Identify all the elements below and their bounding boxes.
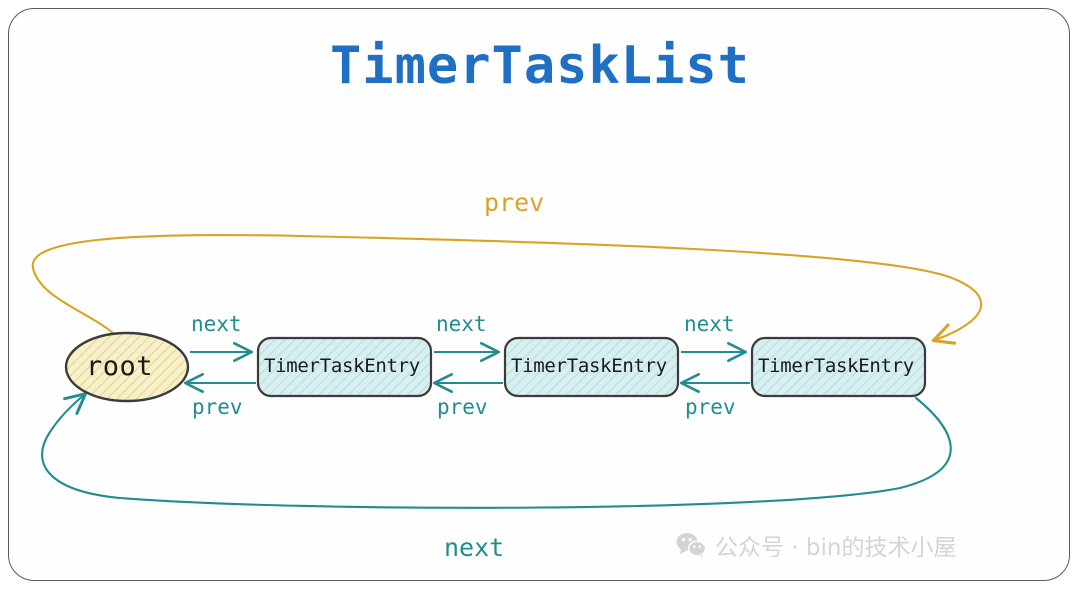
- edge-label-next-entry1-entry2: next: [436, 312, 487, 336]
- edge-label-prev-root-entry3: prev: [484, 188, 545, 217]
- edge-label-next-entry2-entry3: next: [684, 312, 735, 336]
- watermark-text: 公众号 · bin的技术小屋: [715, 535, 957, 561]
- wechat-icon: [676, 533, 706, 558]
- node-entry-2[interactable]: [503, 336, 680, 398]
- node-entry-1[interactable]: [256, 336, 433, 398]
- diagram-frame: [8, 8, 1070, 581]
- edge-label-next-root-entry1: next: [191, 312, 242, 336]
- page-title: TimerTaskList: [330, 36, 750, 96]
- node-root[interactable]: [64, 331, 190, 403]
- edge-label-next-entry3-root: next: [444, 533, 505, 562]
- edge-label-prev-entry2-entry1: prev: [437, 395, 488, 419]
- edge-prev-root-entry3: [31, 233, 983, 345]
- edge-next-entry3-root: [41, 392, 952, 509]
- edge-label-prev-entry3-entry2: prev: [685, 395, 736, 419]
- node-entry-3[interactable]: [750, 336, 927, 398]
- edge-label-prev-entry1-root: prev: [192, 395, 243, 419]
- watermark: 公众号 · bin的技术小屋: [676, 528, 957, 562]
